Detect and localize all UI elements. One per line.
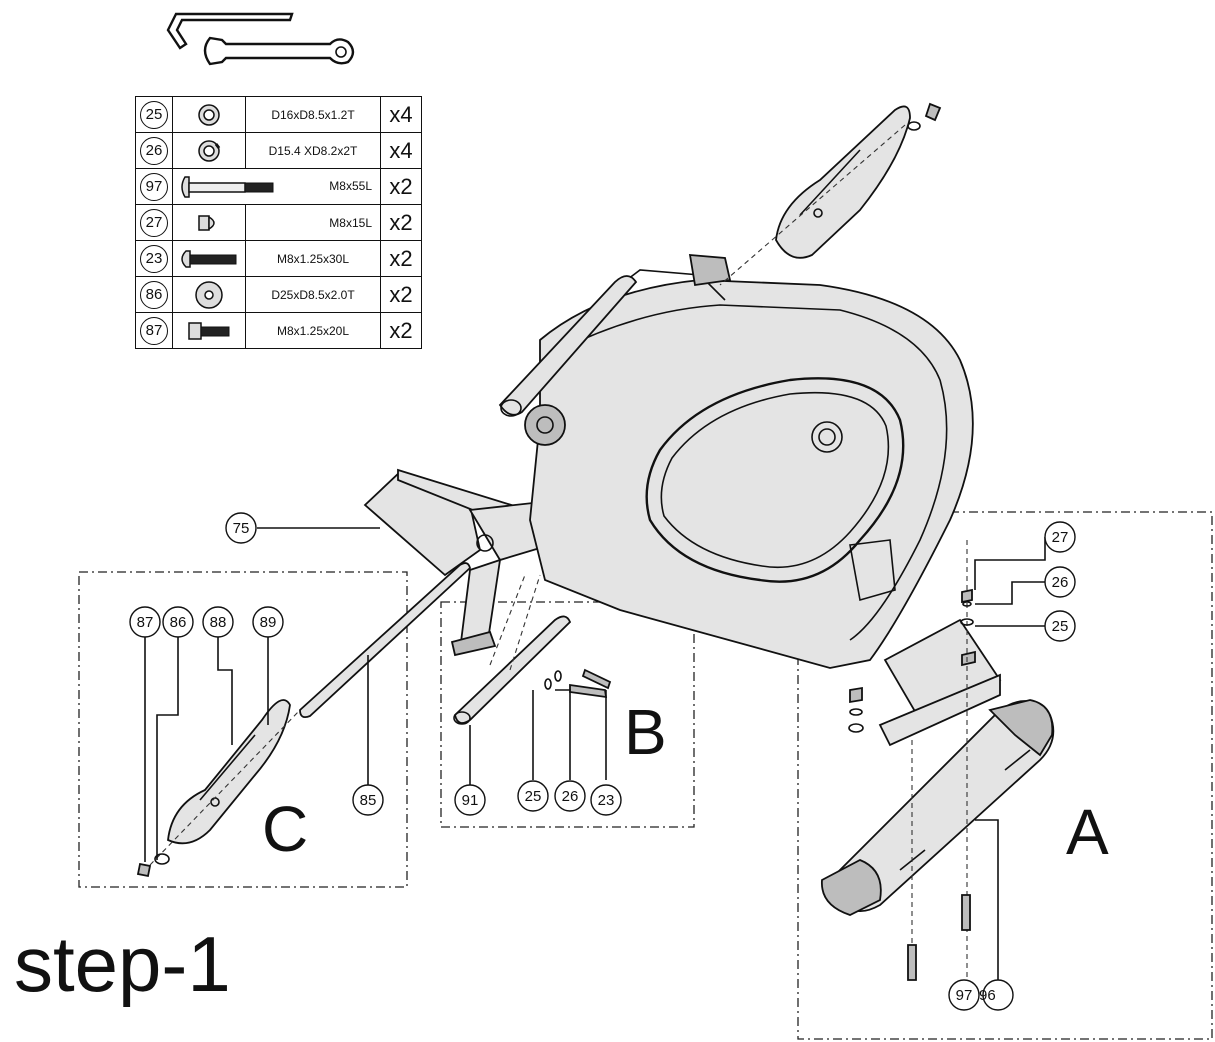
part-spec: M8x55L (329, 179, 372, 193)
callout-a-25: 25 (1044, 610, 1076, 642)
bolts-b (489, 574, 612, 699)
svg-text:85: 85 (360, 792, 377, 809)
carriage-bolt-icon: M8x55L (172, 168, 381, 205)
svg-text:87: 87 (137, 614, 154, 631)
spring-washer-icon (172, 132, 246, 169)
svg-text:97: 97 (956, 987, 973, 1004)
front-stabilizer (821, 540, 1055, 1000)
group-label-a: A (1066, 796, 1109, 868)
main-body-housing (529, 254, 974, 669)
rear-leg (450, 558, 502, 657)
svg-text:27: 27 (1052, 529, 1069, 546)
group-label-c: C (262, 793, 309, 865)
callout-a-26: 26 (1044, 566, 1076, 598)
part-qty: x2 (380, 276, 422, 313)
part-spec: M8x15L (245, 204, 381, 241)
callout-b-25: 25 (517, 780, 549, 812)
svg-text:96: 96 (979, 987, 996, 1004)
svg-text:26: 26 (562, 788, 579, 805)
group-b-box (440, 601, 695, 828)
part-spec: D15.4 XD8.2x2T (245, 132, 381, 169)
part-number: 86 (140, 280, 168, 309)
table-row: 23 M8x1.25x30L x2 (135, 240, 422, 277)
part-qty: x2 (380, 240, 422, 277)
part-spec: D25xD8.5x2.0T (245, 276, 381, 313)
flat-washer-icon (172, 96, 246, 133)
handlebar-tube (498, 275, 638, 417)
hardware-a (960, 588, 974, 626)
table-row: 26 D15.4 XD8.2x2T x4 (135, 132, 422, 169)
leader-lines (144, 527, 1046, 980)
large-washer-icon (172, 276, 246, 313)
table-row: 86 D25xD8.5x2.0T x2 (135, 276, 422, 313)
table-row: 25 D16xD8.5x1.2T x4 (135, 96, 422, 133)
hardware-parts-table: 25 D16xD8.5x1.2T x4 26 D15.4 XD8.2x2T x4… (135, 96, 422, 349)
callout-b-26: 26 (554, 780, 586, 812)
top-pedal (719, 102, 942, 286)
part-spec: M8x1.25x20L (245, 312, 381, 349)
svg-text:86: 86 (170, 614, 187, 631)
part-number: 97 (140, 172, 168, 201)
part-number: 87 (140, 316, 168, 345)
part-qty: x4 (380, 132, 422, 169)
left-pedal-c (136, 699, 301, 878)
svg-text:89: 89 (260, 614, 277, 631)
svg-text:26: 26 (1052, 574, 1069, 591)
part-number: 23 (140, 244, 168, 273)
part-spec: D16xD8.5x1.2T (245, 96, 381, 133)
part-number: 27 (140, 208, 168, 237)
callout-b-23: 23 (590, 784, 622, 816)
part-number: 26 (140, 136, 168, 165)
table-row: 87 M8x1.25x20L x2 (135, 312, 422, 349)
callout-75: 75 (225, 512, 257, 544)
callout-a-96: 96 (979, 979, 1014, 1011)
callout-b-91: 91 (454, 784, 486, 816)
step-title: step-1 (14, 920, 231, 1008)
cap-nut-icon (172, 204, 246, 241)
axle-91 (453, 615, 572, 725)
part-spec: M8x1.25x30L (245, 240, 381, 277)
tension-knob (524, 404, 566, 446)
table-row: 97 M8x55L x2 (135, 168, 422, 205)
part-qty: x2 (380, 168, 422, 205)
svg-text:75: 75 (233, 520, 250, 537)
part-qty: x2 (380, 312, 422, 349)
hex-bolt-icon (172, 312, 246, 349)
callout-c-86: 86 (162, 606, 194, 638)
part-qty: x2 (380, 204, 422, 241)
allen-key-icon (166, 12, 294, 50)
svg-text:91: 91 (462, 792, 479, 809)
callout-a-27: 27 (1044, 521, 1076, 553)
group-a-box (797, 511, 1213, 1040)
part-number: 25 (140, 100, 168, 129)
group-label-b: B (624, 696, 667, 768)
callout-a-97: 97 (948, 979, 980, 1011)
svg-text:25: 25 (525, 788, 542, 805)
table-row: 27 M8x15L x2 (135, 204, 422, 241)
svg-text:25: 25 (1052, 618, 1069, 635)
round-head-bolt-icon (172, 240, 246, 277)
group-c-box (78, 571, 408, 888)
part-qty: x4 (380, 96, 422, 133)
callout-c-89: 89 (252, 606, 284, 638)
callout-c-85: 85 (352, 784, 384, 816)
callout-c-87: 87 (129, 606, 161, 638)
svg-text:23: 23 (598, 792, 615, 809)
pedal-axle-85 (299, 562, 472, 719)
svg-text:88: 88 (210, 614, 227, 631)
wrench-icon (203, 36, 355, 66)
callout-c-88: 88 (202, 606, 234, 638)
